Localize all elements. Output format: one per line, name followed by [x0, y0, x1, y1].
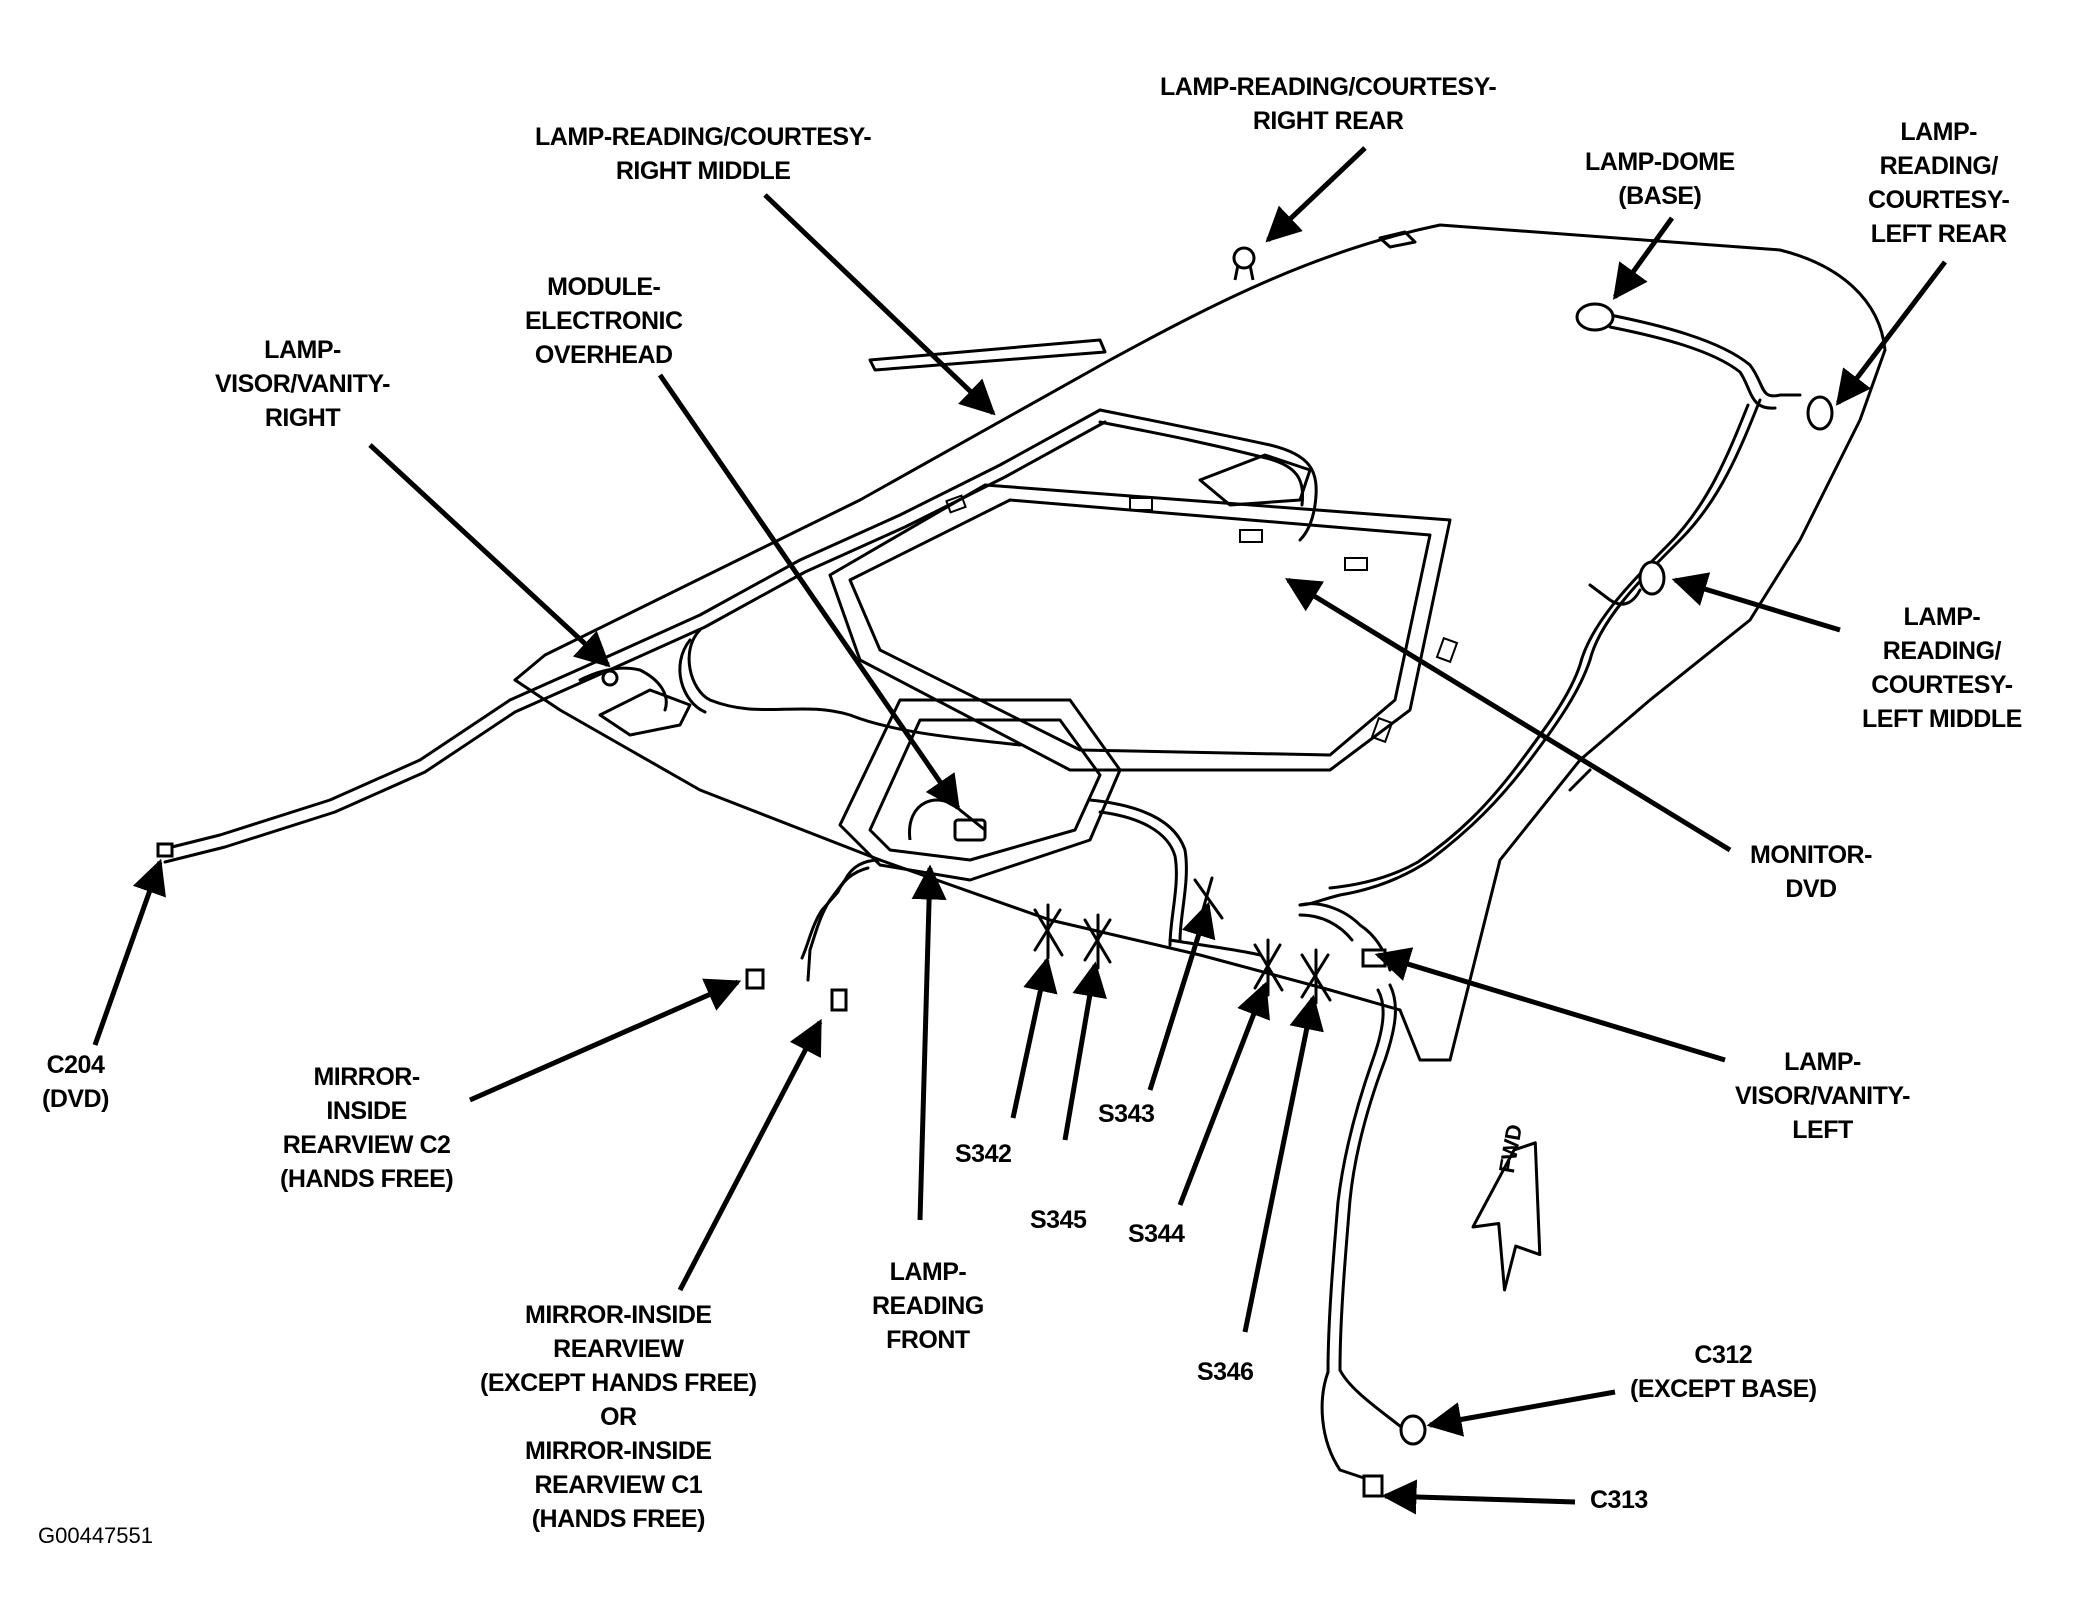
label-s342: S342 [955, 1140, 1012, 1168]
label-c313: C313 [1590, 1486, 1648, 1514]
lamps-connectors [156, 246, 1834, 1498]
leader-arrows [92, 146, 1947, 1515]
label-lamp-reading-courtesy-right-rear: LAMP-READING/COURTESY- RIGHT REAR [1160, 73, 1497, 135]
label-s345: S345 [1030, 1206, 1087, 1234]
label-lamp-dome-base: LAMP-DOME (BASE) [1585, 148, 1735, 210]
label-s343: S343 [1098, 1100, 1155, 1128]
frame-tabs [945, 494, 1459, 744]
overhead-console [838, 698, 1122, 882]
label-lamp-visor-vanity-left: LAMP- VISOR/VANITY- LEFT [1735, 1048, 1911, 1144]
label-c204-dvd: C204 (DVD) [42, 1051, 109, 1113]
sunroof-openings [598, 230, 1452, 772]
label-lamp-reading-courtesy-left-middle: LAMP- READING/ COURTESY- LEFT MIDDLE [1862, 603, 2022, 733]
figure-id: G00447551 [38, 1523, 153, 1548]
label-mirror-inside-rearview-except: MIRROR-INSIDE REARVIEW (EXCEPT HANDS FRE… [480, 1301, 757, 1533]
label-module-electronic-overhead: MODULE- ELECTRONIC OVERHEAD [525, 273, 683, 369]
label-s346: S346 [1197, 1358, 1254, 1386]
label-lamp-visor-vanity-right: LAMP- VISOR/VANITY- RIGHT [215, 336, 391, 432]
label-mirror-inside-rearview-c2: MIRROR- INSIDE REARVIEW C2 (HANDS FREE) [280, 1063, 454, 1193]
label-c312-except-base: C312 (EXCEPT BASE) [1630, 1341, 1817, 1403]
label-s344: S344 [1128, 1220, 1185, 1248]
label-monitor-dvd: MONITOR- DVD [1750, 841, 1872, 903]
label-lamp-reading-courtesy-left-rear: LAMP- READING/ COURTESY- LEFT REAR [1868, 118, 2010, 248]
label-lamp-reading-front: LAMP- READING FRONT [872, 1258, 984, 1354]
fwd-arrow-icon [1471, 1141, 1542, 1292]
label-lamp-reading-courtesy-right-middle: LAMP-READING/COURTESY- RIGHT MIDDLE [535, 123, 872, 185]
